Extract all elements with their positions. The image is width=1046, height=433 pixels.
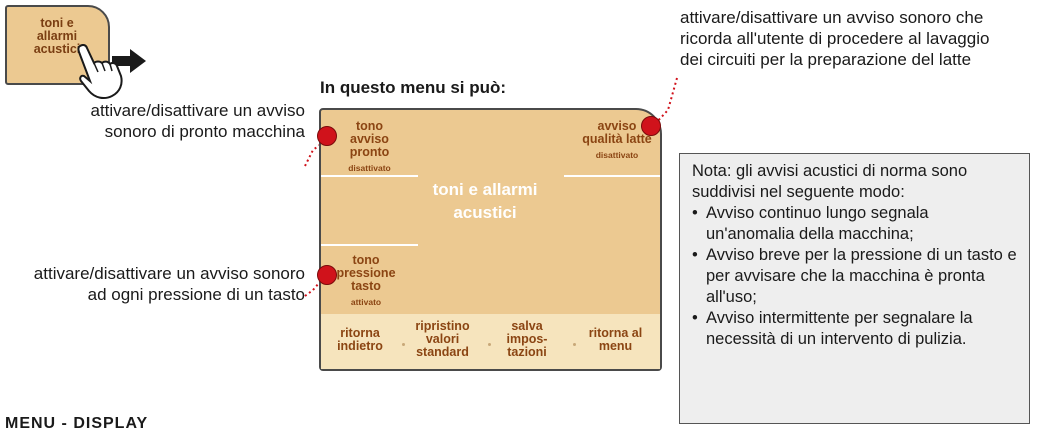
note-item: Avviso intermittente per segnalare la ne… (692, 308, 1019, 350)
desc-keypress: attivare/disattivare un avviso sonoro ad… (33, 264, 305, 304)
divider (564, 175, 660, 177)
separator-dot (402, 343, 405, 346)
button-ritorna-indietro[interactable]: ritorna indietro (337, 326, 383, 353)
item-status: disattivato (595, 150, 639, 160)
menu-button-toni-allarmi[interactable] (5, 5, 110, 85)
pointing-hand-icon (77, 44, 146, 100)
button-ritorna-al-menu[interactable]: ritorna al menu (588, 326, 643, 353)
divider (321, 175, 418, 177)
item-label: tono pressione tasto (336, 253, 396, 293)
button-salva-impostazioni[interactable]: salva impos-tazioni (506, 319, 548, 359)
desc-ready: attivare/disattivare un avviso sonoro di… (90, 101, 306, 141)
item-status: disattivato (348, 163, 391, 173)
button-ripristino-valori[interactable]: ripristino valori standard (415, 319, 470, 359)
marker-keypress (317, 265, 337, 285)
menu-button-label: toni e allarmi acustici (33, 16, 81, 56)
item-tono-avviso-pronto[interactable]: tono avviso pronto disattivato (321, 120, 418, 175)
note-intro: Nota: gli avvisi acustici di norma sono … (692, 162, 968, 201)
display-title: toni e allarmi acustici (432, 180, 538, 222)
arrow-right-icon (112, 49, 146, 73)
note-list: Avviso continuo lungo segnala un'anomali… (692, 203, 1019, 350)
section-heading: In questo menu si può: (320, 78, 507, 97)
marker-milk (641, 116, 661, 136)
separator-dot (488, 343, 491, 346)
footer-title: MENU - DISPLAY (5, 415, 149, 432)
item-label: avviso qualità latte (582, 119, 652, 146)
display-bottom-bar (321, 314, 660, 369)
desc-milk: attivare/disattivare un avviso sonoro ch… (680, 8, 990, 69)
marker-ready (317, 126, 337, 146)
note-box: Nota: gli avvisi acustici di norma sono … (679, 153, 1030, 424)
item-tono-pressione-tasto[interactable]: tono pressione tasto attivato (321, 254, 411, 309)
divider (321, 244, 418, 246)
item-status: attivato (350, 297, 382, 307)
note-item: Avviso continuo lungo segnala un'anomali… (692, 203, 1019, 245)
note-item: Avviso breve per la pressione di un tast… (692, 245, 1019, 308)
item-label: tono avviso pronto (349, 119, 390, 159)
separator-dot (573, 343, 576, 346)
item-avviso-qualita-latte[interactable]: avviso qualità latte disattivato (572, 120, 662, 162)
